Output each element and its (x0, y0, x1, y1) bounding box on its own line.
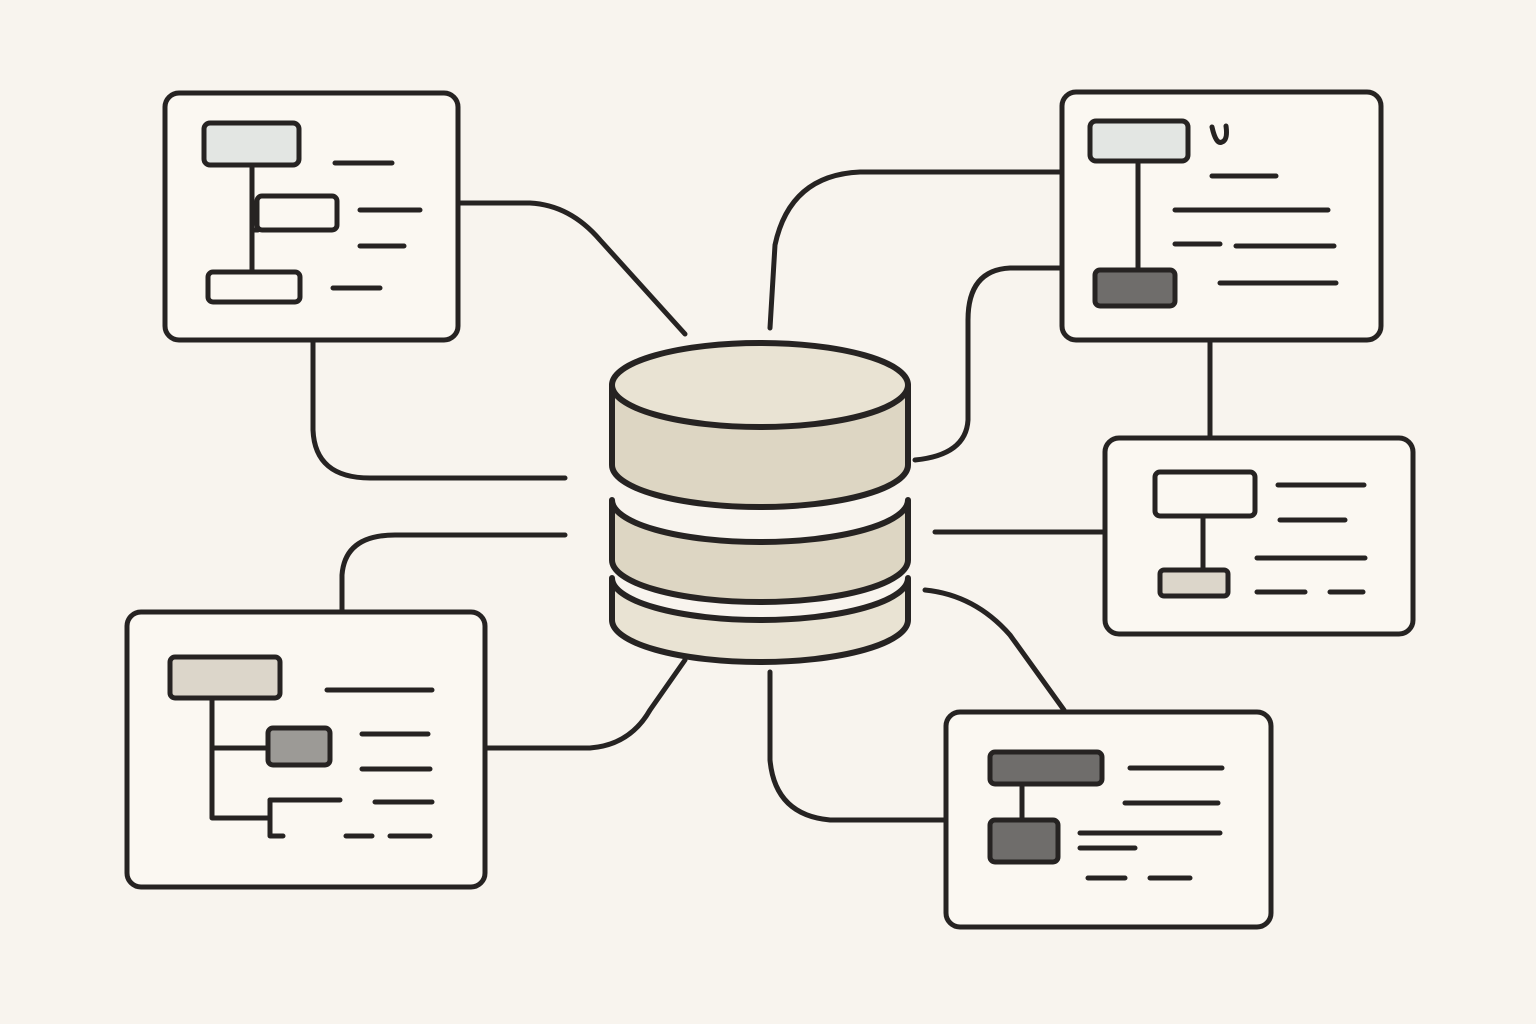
swatch-node-child (265, 725, 333, 768)
swatch-node-root (201, 120, 302, 168)
text-lines (1077, 765, 1225, 881)
swatch-node-root (1087, 118, 1191, 164)
connector-bottom-left-top (339, 532, 568, 613)
connector-bottom-right (922, 587, 1067, 713)
swatch-node-leaf (1092, 267, 1178, 309)
text-lines (324, 687, 435, 839)
connector-top-left (455, 200, 688, 337)
panel-top-left (162, 90, 461, 343)
swatch-node-root (987, 749, 1105, 787)
swatch-node-child (254, 193, 340, 233)
tree-branch (209, 695, 286, 839)
text-lines (1254, 482, 1368, 595)
connector-top-right (767, 169, 1065, 331)
connector-top-left-down (310, 337, 568, 481)
panel-bottom-left (124, 609, 488, 890)
swatch-node-root (167, 654, 283, 701)
panel-frame (1102, 435, 1416, 637)
panel-mid-right (1102, 435, 1416, 637)
cylinder-bottom-section (609, 575, 911, 665)
connector-top-right-inner (912, 265, 1065, 463)
swatch-node-leaf (987, 817, 1061, 865)
panel-top-right (1059, 89, 1384, 343)
cylinder-middle-section (609, 497, 911, 605)
connector-bottom-left (482, 657, 688, 751)
text-lines (1172, 173, 1339, 286)
cursor-mark (1209, 123, 1229, 145)
panel-bottom-right (943, 709, 1274, 930)
text-lines (330, 160, 423, 291)
swatch-node-leaf (205, 269, 303, 305)
swatch-node-root (1152, 469, 1258, 519)
cylinder-top-cap (609, 340, 911, 430)
database-cylinder-icon (609, 340, 911, 665)
connector-lines (310, 169, 1213, 823)
swatch-node-leaf (1157, 567, 1231, 599)
connector-bottom-right-lower (767, 669, 949, 823)
